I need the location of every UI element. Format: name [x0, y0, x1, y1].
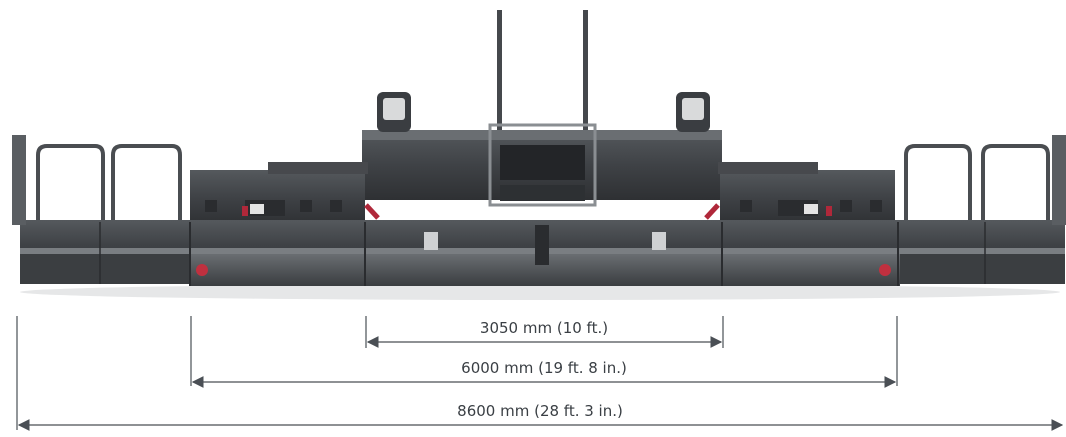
- dimension-8600: 8600 mm (28 ft. 3 in.): [17, 402, 1064, 431]
- dimension-3050: 3050 mm (10 ft.): [366, 319, 723, 348]
- dimension-label-6000: 6000 mm (19 ft. 8 in.): [461, 359, 627, 377]
- extension-lines: [16, 316, 898, 430]
- dimension-6000: 6000 mm (19 ft. 8 in.): [191, 359, 897, 388]
- dimension-label-8600: 8600 mm (28 ft. 3 in.): [457, 402, 623, 420]
- paver-screed-illustration: [12, 10, 1066, 300]
- dimension-label-3050: 3050 mm (10 ft.): [480, 319, 608, 337]
